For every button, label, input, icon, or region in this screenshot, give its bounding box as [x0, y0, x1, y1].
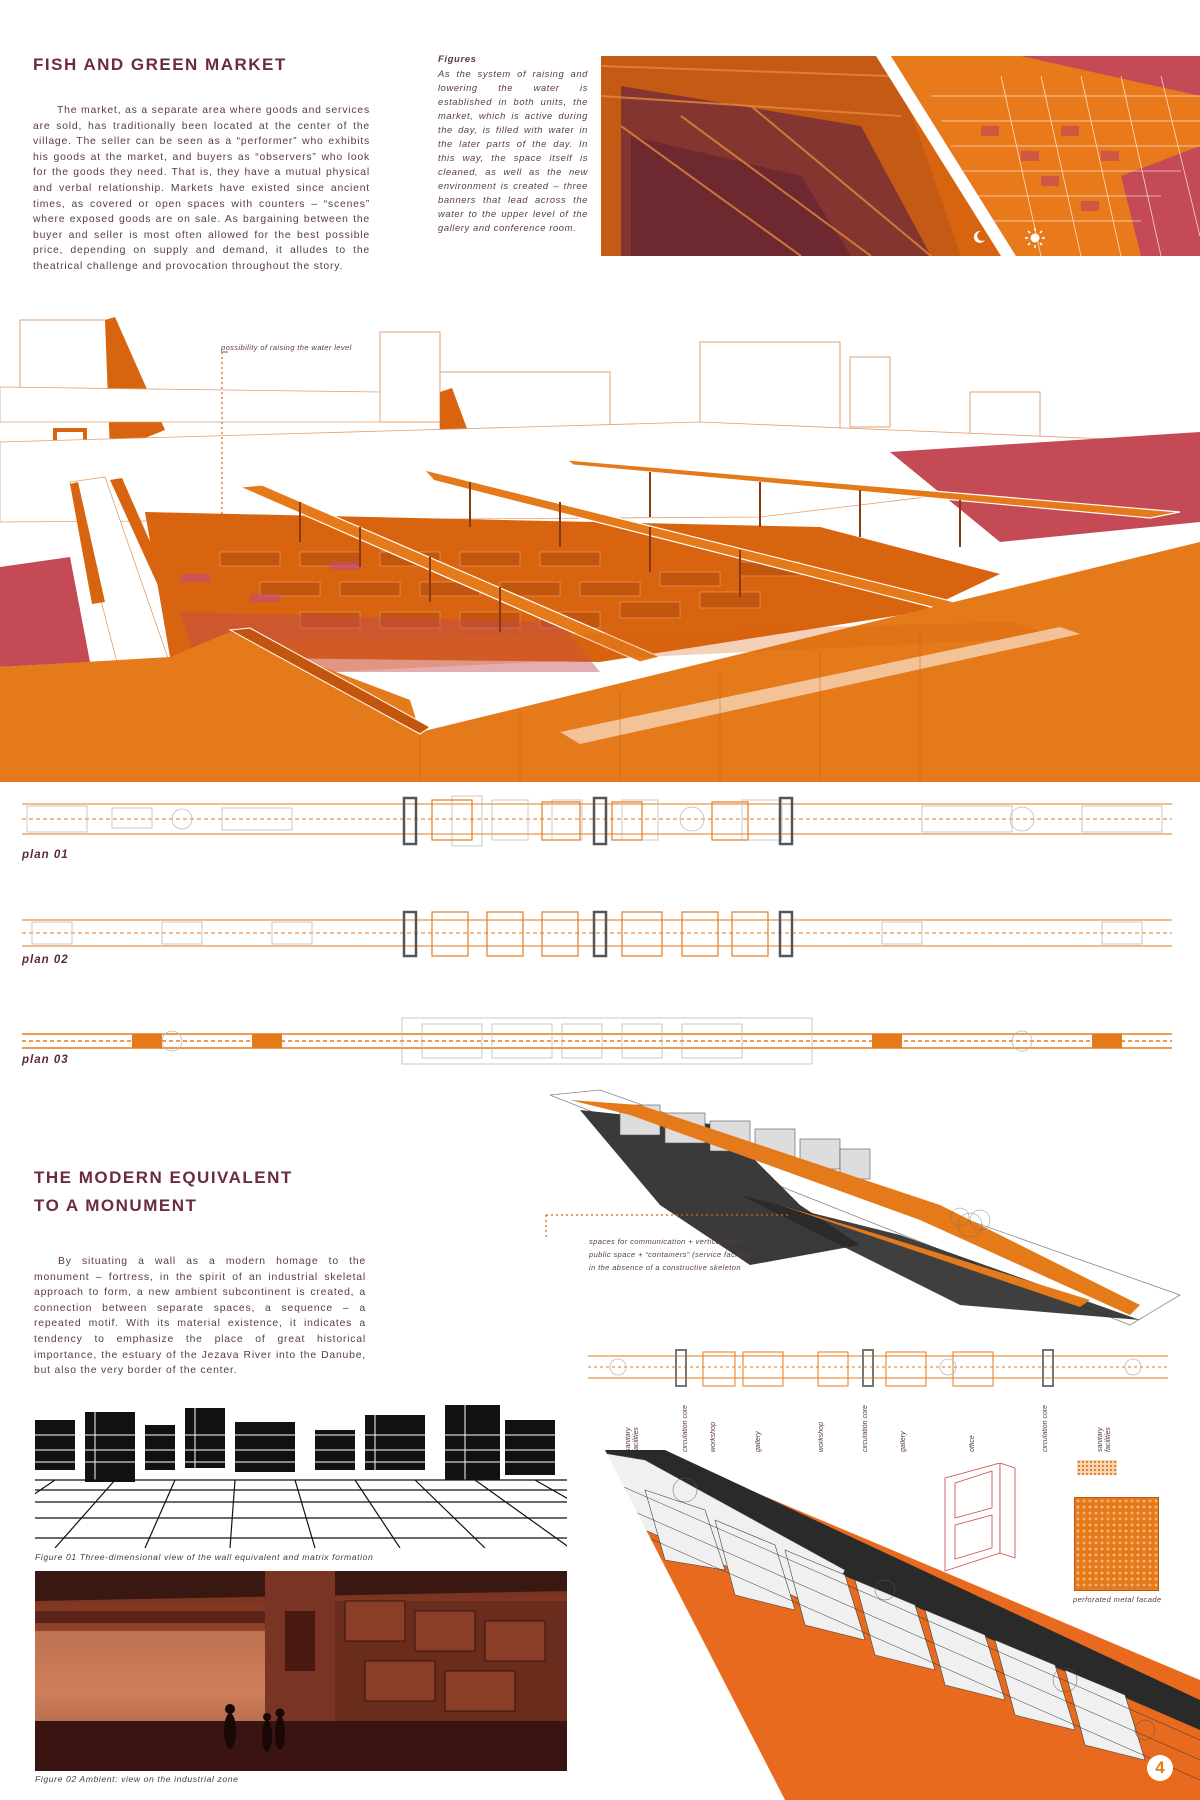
strip-label-6: circulation core — [862, 1404, 869, 1452]
section-title-monument-line2: TO A MONUMENT — [34, 1196, 198, 1215]
water-level-annotation: possibility of raising the water level — [221, 343, 352, 352]
section-title-market: FISH AND GREEN MARKET — [33, 55, 287, 74]
figure-01-wireframe — [35, 1400, 567, 1548]
axon-note-line3: in the absence of a constructive skeleto… — [589, 1263, 741, 1272]
plan-01-label: plan 01 — [22, 849, 69, 861]
figure-02-caption: Figure 02 Ambient: view on the industria… — [35, 1774, 239, 1784]
market-hero-axonometric: possibility of raising the water level — [0, 312, 1200, 782]
program-plan-strip — [588, 1348, 1168, 1388]
strip-label-5: workshop — [818, 1422, 825, 1452]
moon-icon — [971, 229, 987, 245]
figure-01-caption: Figure 01 Three-dimensional view of the … — [35, 1552, 374, 1562]
facade-label: perforated metal facade — [1073, 1595, 1162, 1604]
plan-01-drawing — [22, 786, 1172, 856]
strip-label-8: office — [969, 1435, 976, 1452]
plan-02-drawing — [22, 906, 1172, 966]
market-description: The market, as a separate area where goo… — [33, 105, 370, 272]
plan-03-drawing — [22, 1012, 1172, 1070]
figures-note-body: As the system of raising and lowering th… — [438, 68, 588, 233]
strip-label-2: circulation core — [682, 1404, 689, 1452]
section-title-monument-line1: THE MODERN EQUIVALENT — [34, 1168, 293, 1187]
wall-axonometric — [540, 1085, 1200, 1345]
axon-note-line1: spaces for communication + vertical park… — [589, 1237, 749, 1246]
strip-label-7: gallery — [900, 1431, 907, 1452]
page-number-badge: 4 — [1147, 1755, 1173, 1781]
day-night-render — [601, 56, 1200, 256]
axon-note-line2: public space + “containers” (service fac… — [589, 1250, 751, 1259]
plan-02-label: plan 02 — [22, 954, 69, 966]
monument-description: By situating a wall as a modern homage t… — [34, 1256, 366, 1377]
strip-label-1: sanitary facilities — [625, 1427, 640, 1452]
figures-note-title: Figures — [438, 54, 477, 65]
wall-perspective-render — [585, 1450, 1200, 1800]
sun-icon — [1024, 227, 1046, 249]
strip-label-10: sanitary facilities — [1097, 1427, 1112, 1452]
perforated-facade-swatch — [1074, 1497, 1159, 1591]
strip-label-9: circulation core — [1042, 1404, 1049, 1452]
facade-swatch-small — [1077, 1460, 1117, 1475]
page-number: 4 — [1155, 1758, 1165, 1777]
facade-frame-sketch — [940, 1463, 1020, 1573]
strip-label-3: workshop — [710, 1422, 717, 1452]
strip-label-4: gallery — [755, 1431, 762, 1452]
figure-02-ambient-render — [35, 1571, 567, 1771]
plan-03-label: plan 03 — [22, 1054, 69, 1066]
